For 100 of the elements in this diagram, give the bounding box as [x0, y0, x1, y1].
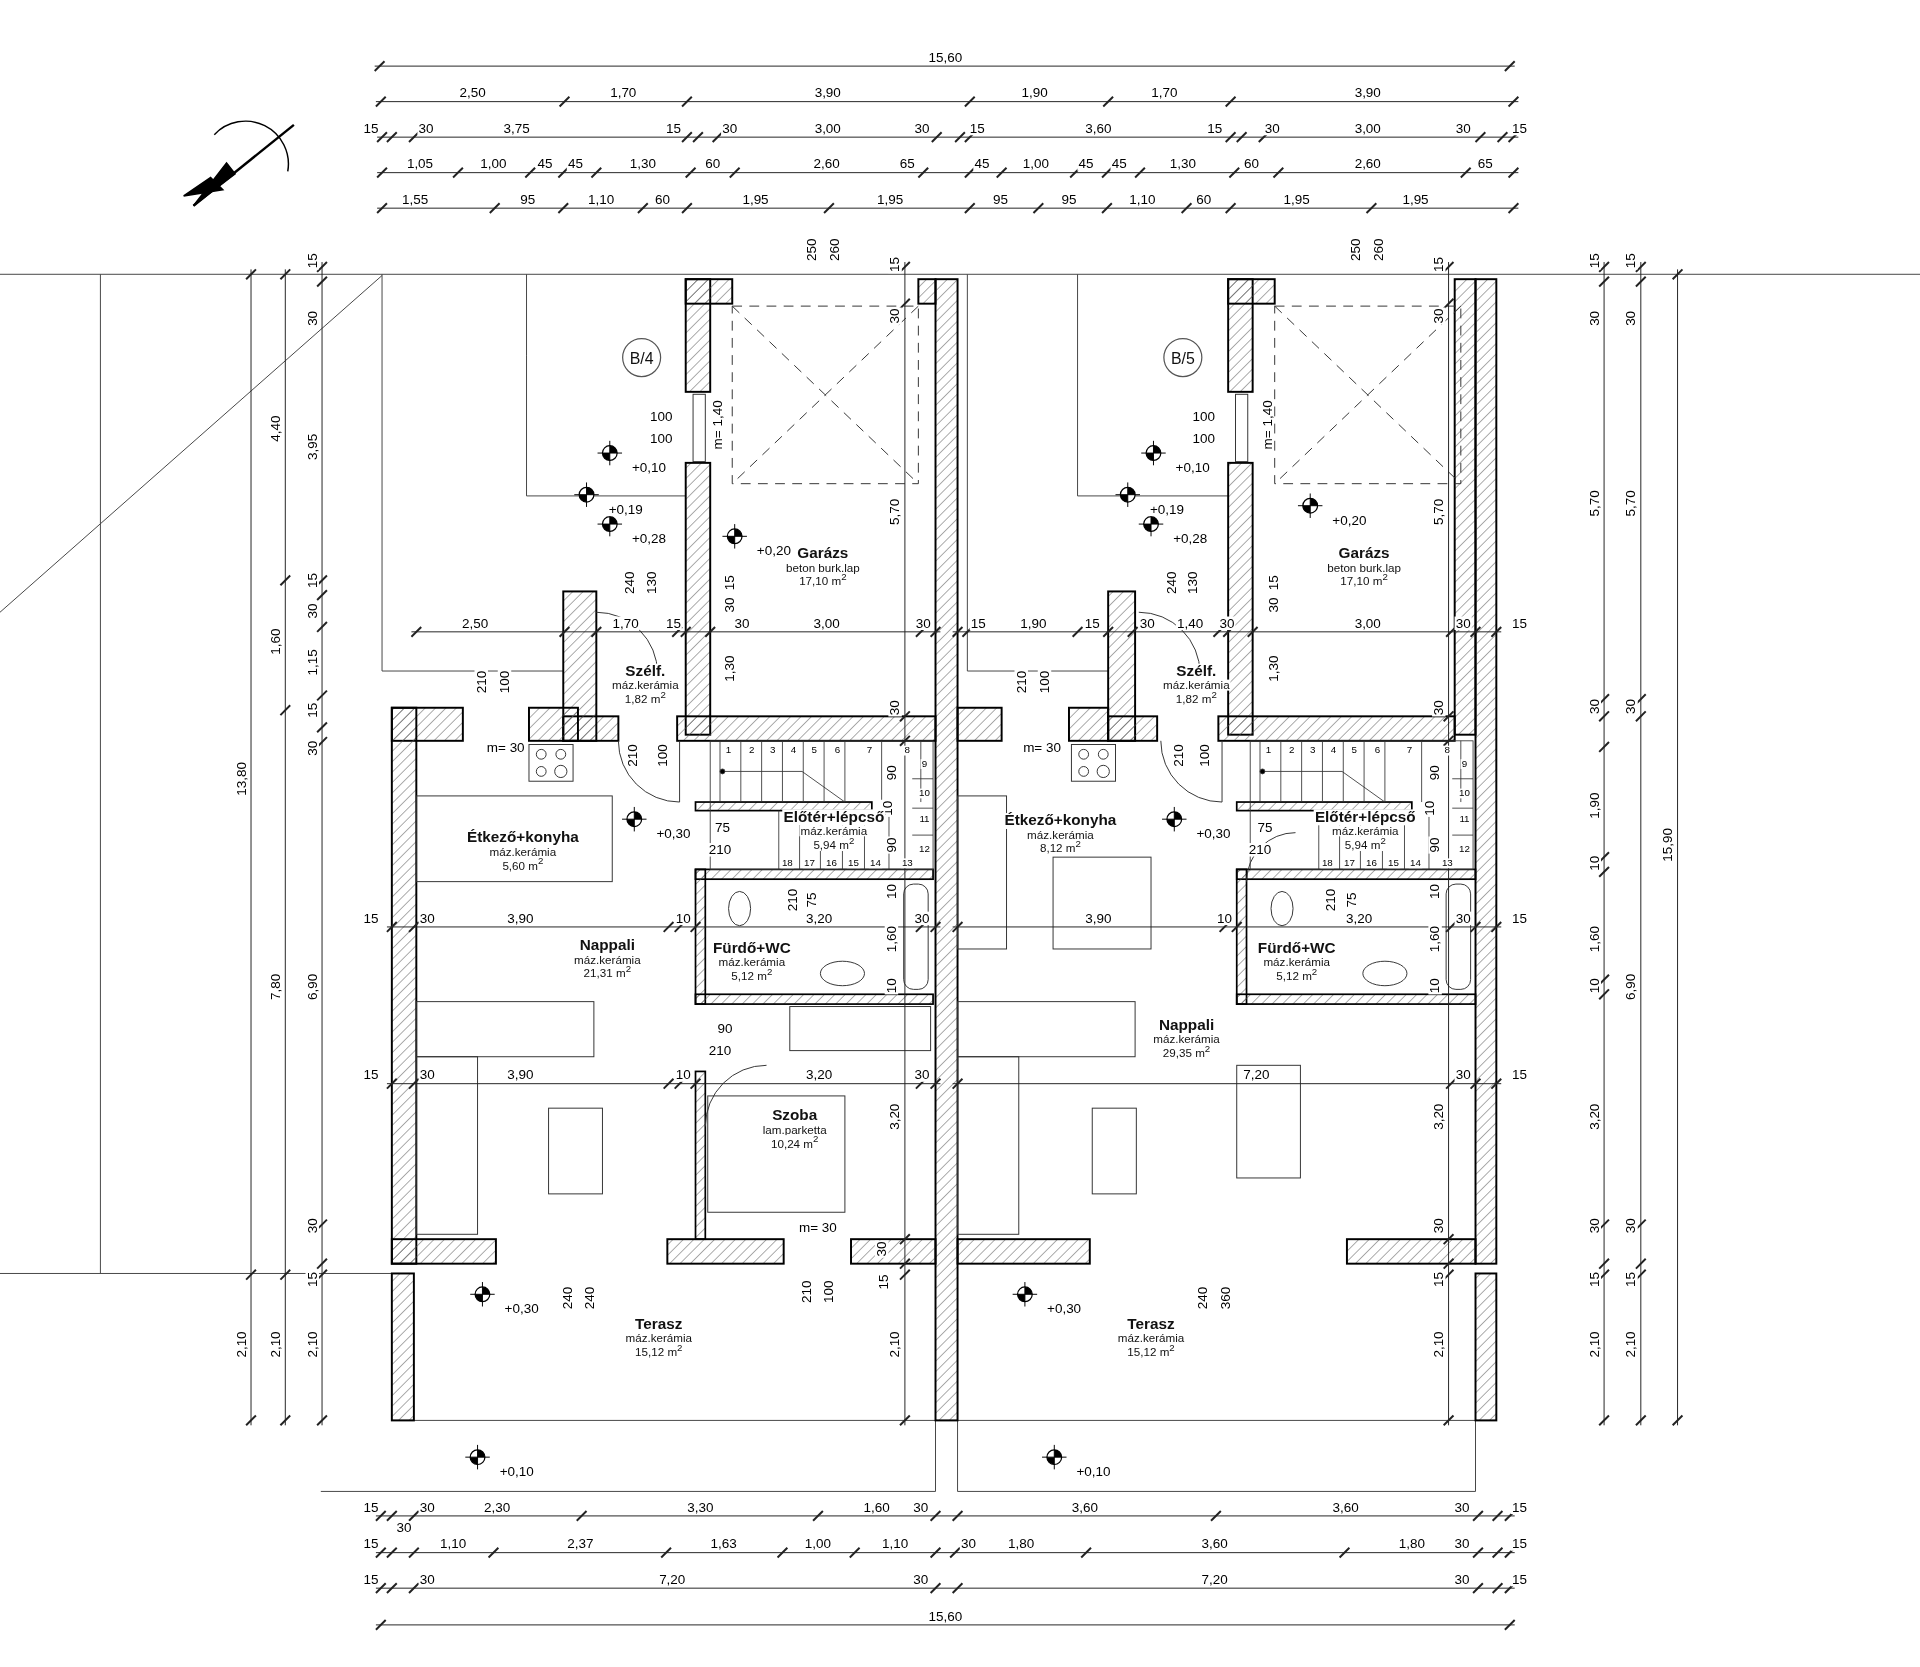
- step-number: 2: [747, 745, 756, 756]
- dimension-label: 15: [1624, 252, 1638, 270]
- dimension-label: 1,80: [1006, 1537, 1036, 1551]
- dimension-label: 30: [305, 1217, 319, 1235]
- dimension-label: 15: [362, 1068, 380, 1082]
- dimension-label: 15: [969, 616, 988, 630]
- dimension-label: 30: [395, 1521, 413, 1535]
- step-number: 9: [1460, 759, 1469, 769]
- dimension-label: 10: [1587, 854, 1601, 872]
- dimension-label: 6,90: [305, 972, 319, 1002]
- room-name: Étkező+konyha: [465, 830, 580, 846]
- step-number: 12: [917, 844, 932, 855]
- dimension-label: 3,60: [1331, 1500, 1361, 1515]
- dimension-label: 1,00: [479, 157, 508, 171]
- dimension-label: 1,95: [1401, 192, 1430, 207]
- room-name: Étkező+konyha: [1003, 813, 1118, 829]
- room-area: 29,35 m$^{2}$: [1161, 1044, 1212, 1059]
- dimension-label: 30: [1624, 697, 1638, 716]
- dimension-label: 1,95: [741, 192, 770, 207]
- dimension-label: m= 30: [485, 741, 526, 755]
- dimension-label: 2,10: [1587, 1330, 1601, 1359]
- dimension-label: 15: [664, 121, 683, 136]
- dimension-label: 15: [1587, 252, 1601, 270]
- dimension-label: 30: [1453, 1572, 1471, 1587]
- dimension-label: 30: [874, 1240, 889, 1258]
- dimension-label: 10: [1423, 799, 1437, 817]
- dimension-label: 30: [418, 911, 437, 926]
- dimension-label: 1,00: [1021, 157, 1051, 171]
- dimension-label: 10: [884, 882, 899, 901]
- room-name: Szélf.: [624, 663, 667, 679]
- level-label: +0,30: [1195, 827, 1232, 841]
- dimension-label: 15: [305, 1270, 319, 1289]
- dimension-label: 130: [1185, 570, 1200, 596]
- dimension-label: 30: [913, 1068, 931, 1082]
- step-number: 10: [1457, 788, 1472, 799]
- dimension-label: 2,10: [1432, 1330, 1446, 1359]
- dimension-label: 10: [674, 1068, 692, 1082]
- dimension-label: 15: [362, 1537, 380, 1551]
- dimension-label: 13,80: [234, 760, 248, 797]
- dimension-label: 15: [1587, 1270, 1601, 1289]
- dimension-label: 30: [723, 596, 737, 614]
- room-name: Nappali: [1157, 1017, 1216, 1033]
- dimension-label: 1,00: [803, 1537, 833, 1551]
- dimension-label: 250: [1348, 237, 1363, 263]
- dimension-label: 30: [418, 1068, 437, 1082]
- level-label: +0,10: [498, 1465, 535, 1479]
- dimension-label: 90: [884, 763, 899, 782]
- dimension-label: 1,10: [586, 192, 616, 207]
- dimension-label: 3,00: [812, 616, 841, 630]
- dimension-label: m= 30: [1021, 741, 1063, 755]
- dimension-label: 30: [1454, 1068, 1472, 1082]
- dimension-label: 3,60: [1084, 121, 1113, 136]
- dimension-label: 1,70: [1150, 86, 1179, 100]
- dimension-label: 210: [474, 669, 488, 695]
- step-number: 13: [1440, 858, 1454, 869]
- dimension-label: 90: [1428, 836, 1442, 854]
- dimension-label: 3,20: [1344, 911, 1374, 926]
- step-number: 6: [1373, 745, 1382, 756]
- dimension-label: 30: [1218, 616, 1236, 630]
- dimension-label: 10: [884, 977, 899, 995]
- level-label: +0,30: [655, 827, 692, 841]
- level-label: +0,30: [1045, 1302, 1083, 1316]
- room-area: 1,82 m$^{2}$: [1174, 690, 1218, 705]
- dimension-label: 15: [1510, 616, 1529, 630]
- dimension-label: 30: [418, 1572, 437, 1587]
- dimension-label: 2,10: [305, 1330, 319, 1359]
- dimension-label: 75: [1345, 891, 1359, 909]
- level-label: +0,10: [1075, 1465, 1112, 1479]
- room-name: Terasz: [1126, 1316, 1176, 1332]
- dimension-label: 30: [305, 602, 319, 620]
- step-number: 18: [1320, 858, 1334, 869]
- dimension-label: 1,60: [1428, 924, 1442, 954]
- dimension-label: 240: [622, 570, 637, 596]
- level-label: +0,28: [630, 532, 668, 546]
- dimension-label: 15: [1510, 1572, 1529, 1587]
- dimension-label: 2,50: [460, 616, 490, 630]
- dimension-label: 15: [1510, 1068, 1529, 1082]
- step-number: 5: [810, 745, 819, 756]
- dimension-label: 100: [655, 743, 670, 768]
- dimension-label: 100: [648, 431, 674, 446]
- dimension-label: 30: [1454, 911, 1472, 926]
- dimension-label: 210: [1014, 669, 1028, 695]
- step-number: 12: [1457, 844, 1472, 855]
- dimension-label: 45: [1110, 157, 1128, 171]
- dimension-label: 2,10: [888, 1330, 902, 1359]
- dimension-label: 5,70: [888, 497, 902, 527]
- step-number: 4: [789, 745, 798, 756]
- dimension-label: 1,10: [880, 1537, 910, 1551]
- dimension-label: 5,70: [1624, 488, 1638, 518]
- dimension-label: 30: [721, 121, 739, 136]
- dimension-label: 15: [305, 701, 319, 719]
- dimension-label: 95: [1060, 192, 1078, 207]
- step-number: 14: [1408, 858, 1423, 869]
- dimension-label: 1,60: [1587, 924, 1601, 954]
- dimension-label: 15: [305, 571, 319, 590]
- level-label: +0,10: [630, 461, 668, 475]
- step-number: 14: [868, 858, 883, 869]
- dimension-label: 3,90: [1353, 86, 1383, 100]
- floor-finish: máz.kerámia: [610, 679, 680, 691]
- dimension-label: 3,20: [804, 911, 834, 926]
